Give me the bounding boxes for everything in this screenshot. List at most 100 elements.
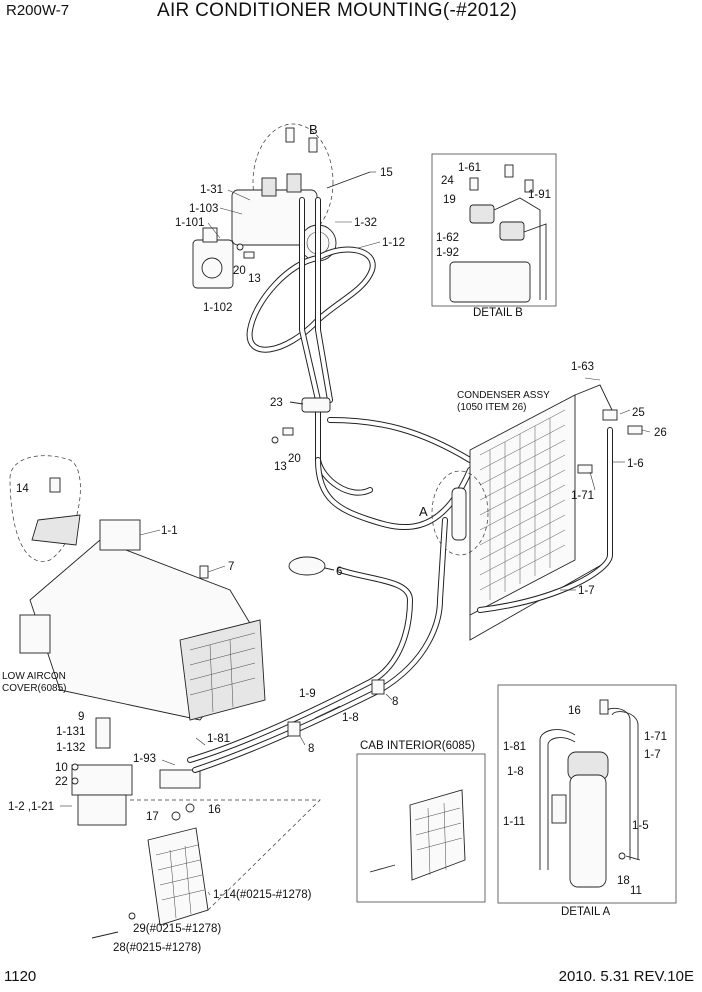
label-1-131: 1-131 [56,726,85,738]
clamp-23 [301,397,331,413]
washer-20b [271,436,279,444]
da-label-11: 11 [630,885,642,897]
label-14: 14 [16,483,29,495]
expansion-1-93 [159,769,201,789]
label-22: 22 [55,776,68,788]
da-label-1-8: 1-8 [507,766,524,778]
label-10: 10 [55,762,68,774]
da-label-1-11: 1-11 [503,816,525,828]
condenser-fins [479,409,566,600]
db-label-1-92: 1-92 [436,247,459,259]
label-15: 15 [380,167,393,179]
label-1-132: 1-132 [56,742,85,754]
cab-interior-box [356,753,486,903]
label-1-101: 1-101 [175,217,204,229]
clamp-8a [371,679,385,695]
label-cover: COVER(6085) [2,683,66,694]
label-13a: 13 [248,273,261,285]
controller-1-2 [71,764,133,796]
label-13b: 13 [274,461,287,473]
db-fitting-1-92 [499,221,525,241]
db-label-19: 19 [443,194,456,206]
label-1-103: 1-103 [189,203,218,215]
hose-to-condenser [315,457,473,530]
label-8a: 8 [392,696,398,708]
hose-1-9-inner [188,568,412,762]
label-a: A [419,504,428,519]
label-1-2-1-21: 1-2 ,1-21 [8,801,54,813]
da-washer-18 [618,852,626,860]
detail-a-drawing [539,699,641,888]
label-1-12: 1-12 [382,237,405,249]
label-1-9: 1-9 [299,688,316,700]
label-25: 25 [632,407,645,419]
bolt-top-right [308,137,318,153]
detail-a-circle [431,470,489,556]
da-bolt-16 [599,699,609,715]
washer-10 [71,763,79,771]
label-9: 9 [78,711,84,723]
label-b: B [309,122,318,137]
cab-interior-drawing [369,789,466,881]
clamp-8b [287,721,301,737]
leader-23 [289,401,304,405]
da-hose-1-8b [547,737,576,870]
label-1-102: 1-102 [203,302,232,314]
condenser-core [469,394,576,616]
condenser-assembly [431,384,643,641]
da-hose-1-7 [604,707,631,860]
hose-down-left-inner [300,198,372,495]
db-bolt-1-61 [504,164,514,178]
hose-to-condenser-inner [316,458,472,529]
db-pipe-2 [523,223,547,300]
duct-outlet-1-1 [99,519,141,551]
label-condenser-1: CONDENSER ASSY [457,390,550,401]
label-1-6: 1-6 [627,458,644,470]
leader-lines [60,171,651,896]
screw-28 [91,931,119,939]
label-1-71: 1-71 [571,490,594,502]
belt-1-12-inner [247,247,375,352]
filter-cover-1-14 [147,827,209,926]
cab-filter-cover [409,789,466,881]
da-label-1-5: 1-5 [632,820,649,832]
filter-frame [179,619,266,721]
da-label-16: 16 [568,705,581,717]
cover-grid [155,844,205,919]
fitting-1-91 [286,173,302,193]
model-number: R200W-7 [6,2,70,19]
label-condenser-2: (1050 ITEM 26) [457,402,526,413]
page-title: AIR CONDITIONER MOUNTING(-#2012) [157,0,518,21]
bolt-14 [49,477,61,493]
filter-grid [189,632,256,713]
label-1-7: 1-7 [578,585,595,597]
label-1-63: 1-63 [571,361,594,373]
da-title: DETAIL A [561,906,611,918]
db-title: DETAIL B [473,307,523,319]
low-aircon-cover [19,614,51,654]
nut-17 [171,811,181,821]
da-label-18: 18 [617,875,630,887]
label-16: 16 [208,804,221,816]
label-cab-interior: CAB INTERIOR(6085) [360,740,475,752]
bolt-7 [199,565,209,579]
louver-part [31,514,81,546]
detail-a-box [497,684,677,904]
washer-22 [71,777,79,785]
bolt-top-left [285,127,295,143]
da-label-1-71: 1-71 [644,731,667,743]
label-6: 6 [336,566,342,578]
da-receiver-drier-1-5 [569,774,607,888]
label-1-31: 1-31 [200,184,223,196]
label-1-8: 1-8 [342,712,359,724]
db-pipe-1 [493,197,541,300]
label-8b: 8 [308,743,314,755]
detail-b-labels: 1-61 24 19 1-91 1-62 1-92 DETAIL B [436,162,551,319]
label-29: 29(#0215-#1278) [133,923,221,935]
label-1-81: 1-81 [207,733,230,745]
bolt-13b [282,427,294,436]
db-label-1-91: 1-91 [528,189,551,201]
db-label-1-61: 1-61 [458,162,481,174]
guide-line-filter [130,799,321,911]
